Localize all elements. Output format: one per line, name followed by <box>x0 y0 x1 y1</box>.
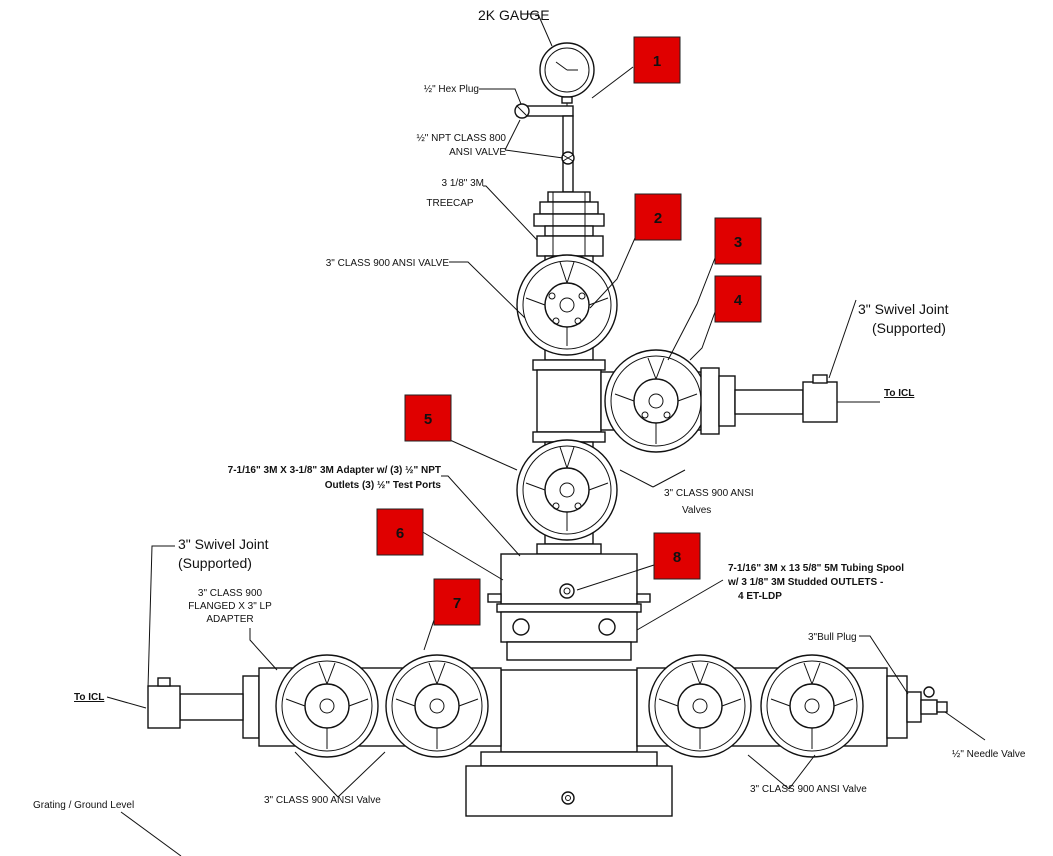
label-swivel-right-line1: 3" Swivel Joint <box>858 301 949 317</box>
callout-badge-7: 7 <box>433 578 481 626</box>
label-needle-valve: ½" Needle Valve <box>952 749 1026 760</box>
lower-wing-valves-left <box>147 654 502 758</box>
callout-badge-6: 6 <box>376 508 424 556</box>
label-bull-plug: 3"Bull Plug <box>808 632 857 643</box>
flow-cross <box>532 359 606 443</box>
treecap <box>533 191 605 257</box>
label-valves-mid-line1: 3" CLASS 900 ANSI <box>664 488 754 499</box>
pressure-gauge <box>539 42 595 120</box>
badge-number: 7 <box>453 595 461 612</box>
badge-number: 1 <box>653 53 661 70</box>
leader-lines <box>106 13 986 856</box>
label-swivel-left-line1: 3" Swivel Joint <box>178 536 269 552</box>
label-gauge: 2K GAUGE <box>478 7 550 23</box>
label-tubing-line2: w/ 3 1/8" 3M Studded OUTLETS - <box>727 577 883 588</box>
label-tubing-line1: 7-1/16" 3M x 13 5/8" 5M Tubing Spool <box>728 563 904 574</box>
adapter-spool <box>487 543 651 605</box>
label-ground-level: Grating / Ground Level <box>33 800 134 811</box>
gauge-piping <box>514 103 575 193</box>
label-hex-plug: ½" Hex Plug <box>424 84 479 95</box>
label-to-icl-left: To ICL <box>74 692 104 703</box>
wing-valve-right <box>600 349 880 453</box>
label-treecap-line2: TREECAP <box>426 198 474 209</box>
label-flanged-line3: ADAPTER <box>206 614 253 625</box>
label-npt-valve-line2: ANSI VALVE <box>449 147 506 158</box>
badge-number: 6 <box>396 525 404 542</box>
badge-number: 4 <box>734 292 743 309</box>
label-tubing-line3: 4 ET-LDP <box>738 591 782 602</box>
label-adapter-line1: 7-1/16" 3M X 3-1/8" 3M Adapter w/ (3) ½"… <box>228 465 441 476</box>
upper-master-valve <box>516 254 618 361</box>
callout-badge-5: 5 <box>404 394 452 442</box>
callout-badge-8: 8 <box>653 532 701 580</box>
label-flanged-line1: 3" CLASS 900 <box>198 588 263 599</box>
callout-badge-1: 1 <box>633 36 681 84</box>
label-adapter-line2: Outlets (3) ½" Test Ports <box>325 480 442 491</box>
tubing-spool <box>496 603 642 753</box>
callout-badge-3: 3 <box>714 217 762 265</box>
badge-number: 3 <box>734 234 742 251</box>
casing-head-base <box>465 751 673 817</box>
label-swivel-left-line2: (Supported) <box>178 555 252 571</box>
label-swivel-right-line2: (Supported) <box>872 320 946 336</box>
label-valve-bottom-left: 3" CLASS 900 ANSI Valve <box>264 795 381 806</box>
label-treecap-line1: 3 1/8" 3M <box>442 178 484 189</box>
lower-wing-valves-right <box>636 654 948 758</box>
badge-number: 8 <box>673 549 681 566</box>
label-class900-valve: 3" CLASS 900 ANSI VALVE <box>326 258 450 269</box>
label-npt-valve-line1: ½" NPT CLASS 800 <box>416 133 506 144</box>
label-valves-mid-line2: Valves <box>682 505 711 516</box>
callout-badge-4: 4 <box>714 275 762 323</box>
label-valve-bottom-right: 3" CLASS 900 ANSI Valve <box>750 784 867 795</box>
badge-number: 2 <box>654 210 662 227</box>
callout-badge-2: 2 <box>634 193 682 241</box>
label-to-icl-right: To ICL <box>884 388 914 399</box>
badge-number: 5 <box>424 411 432 428</box>
label-flanged-line2: FLANGED X 3" LP <box>188 601 272 612</box>
lower-master-valve <box>516 439 618 545</box>
